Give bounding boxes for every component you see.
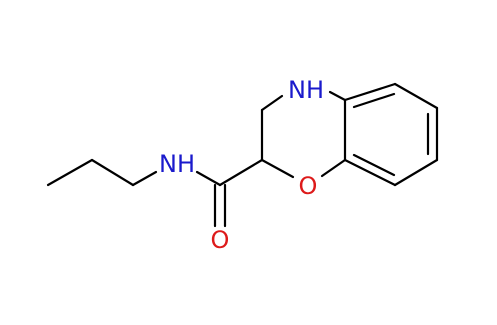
bond-ar-4: [393, 158, 439, 187]
atom-o-carbonyl: O: [211, 226, 230, 254]
bond-co-nh-amide: [195, 170, 222, 187]
atom-labels: NH O NH O: [159, 76, 324, 254]
bond-c-nh-ring: [328, 90, 347, 102]
bond-ar-inner-1: [352, 92, 396, 109]
bond-nh-amide-c1: [131, 170, 158, 187]
atom-nh-amide: NH: [159, 150, 195, 178]
bonds: [46, 82, 439, 228]
bond-nh-ring-ch2: [260, 94, 284, 112]
bond-ar-5: [343, 158, 397, 187]
atom-nh-ring: NH: [288, 76, 324, 104]
atom-o-ring: O: [299, 172, 318, 200]
bond-ch-o-ring: [260, 158, 295, 179]
bond-ch-co: [218, 158, 264, 187]
bond-o-ring-c: [320, 158, 347, 178]
bond-ar-1: [343, 82, 397, 102]
bond-c2-c3: [46, 158, 94, 187]
bond-ar-2: [393, 82, 439, 110]
bond-c1-c2: [90, 158, 135, 187]
bond-ar-inner-3: [352, 153, 396, 177]
